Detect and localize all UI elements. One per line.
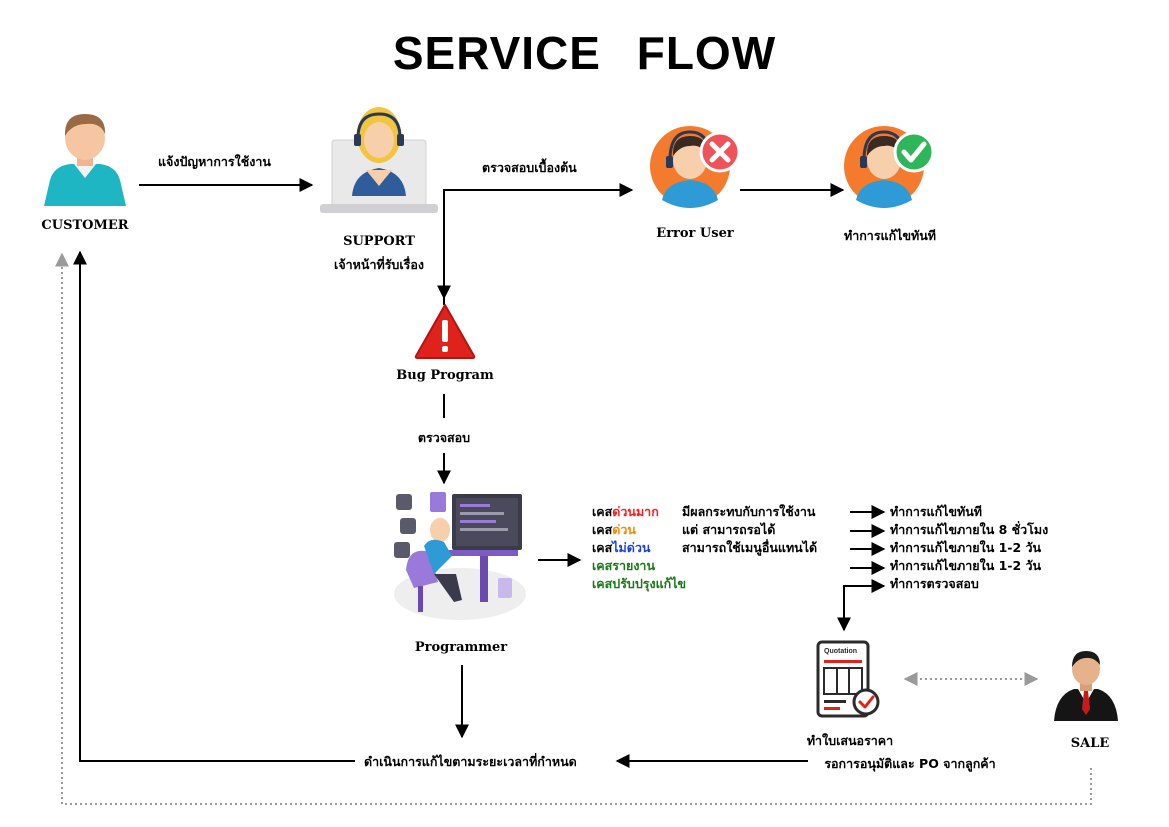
programmer-label: Programmer — [414, 640, 508, 655]
case-impact: แต่ สามารถรอได้ — [682, 522, 776, 537]
sale-label: SALE — [1070, 736, 1110, 751]
support-sublabel: เจ้าหน้าที่รับเรื่อง — [334, 257, 424, 272]
case-item: เคสด่วน — [592, 522, 636, 537]
quotation-label: ทำใบเสนอราคา — [806, 733, 894, 748]
programmer-desk-icon — [394, 492, 526, 620]
quotation-sublabel: รอการอนุมัติและ PO จากลูกค้า — [824, 756, 996, 771]
case-action: ทำการแก้ไขภายใน 1-2 วัน — [890, 558, 1042, 573]
agent-check-icon — [844, 126, 935, 208]
bug-program-node[interactable] — [414, 302, 476, 360]
programmer-node[interactable] — [390, 490, 530, 622]
edge-check: ตรวจสอบ — [417, 430, 471, 445]
page-title: SERVICE FLOW — [392, 27, 777, 79]
arrow-check-to-quotation — [837, 579, 886, 632]
case-action: ทำการแก้ไขภายใน 8 ชั่วโมง — [890, 522, 1049, 537]
fix-now-label: ทำการแก้ไขทันที — [843, 228, 937, 243]
bug-program-label: Bug Program — [396, 368, 494, 383]
case-impact: มีผลกระทบกับการใช้งาน — [682, 504, 816, 519]
arrow-proceed-to-customer — [73, 250, 355, 762]
quotation-document-icon — [816, 640, 880, 718]
case-action-list: ทำการแก้ไขทันที ทำการแก้ไขภายใน 8 ชั่วโม… — [890, 503, 1048, 593]
case-action: ทำการตรวจสอบ — [890, 576, 979, 591]
customer-node[interactable] — [40, 108, 130, 208]
fix-now-node[interactable] — [842, 120, 936, 208]
sale-node[interactable] — [1050, 645, 1122, 723]
support-node[interactable] — [318, 100, 440, 218]
case-action: ทำการแก้ไขภายใน 1-2 วัน — [890, 540, 1042, 555]
case-impact: สามารถใช้เมนูอื่นแทนได้ — [682, 540, 818, 555]
support-label: SUPPORT — [343, 234, 415, 249]
case-item: เคสไม่ด่วน — [592, 540, 651, 555]
quotation-doc-title: Quotation — [824, 648, 858, 655]
dotted-sale-to-customer — [55, 252, 1092, 805]
error-user-node[interactable] — [648, 120, 742, 208]
case-item: เคสรายงาน — [592, 558, 655, 573]
error-user-label: Error User — [656, 226, 734, 241]
quotation-node[interactable]: Quotation — [814, 640, 884, 720]
case-impact-list: มีผลกระทบกับการใช้งาน แต่ สามารถรอได้ สา… — [682, 503, 817, 557]
arrow-support-to-error — [443, 183, 634, 305]
customer-person-icon — [44, 114, 126, 206]
case-list: เคสด่วนมาก เคสด่วน เคสไม่ด่วน เคสรายงาน … — [592, 503, 686, 593]
support-agent-laptop-icon — [320, 107, 438, 213]
edge-proceed-fix: ดำเนินการแก้ไขตามระยะเวลาที่กำหนด — [364, 754, 577, 769]
agent-error-x-icon — [650, 126, 741, 208]
case-item: เคสปรับปรุงแก้ไข — [592, 576, 687, 591]
case-action: ทำการแก้ไขทันที — [890, 504, 983, 519]
businessman-icon — [1054, 651, 1118, 721]
customer-label: CUSTOMER — [41, 218, 129, 233]
edge-initial-check: ตรวจสอบเบื้องต้น — [482, 160, 577, 175]
case-item: เคสด่วนมาก — [592, 504, 659, 519]
warning-triangle-icon — [414, 304, 476, 359]
edge-report-problem: แจ้งปัญหาการใช้งาน — [158, 154, 271, 169]
